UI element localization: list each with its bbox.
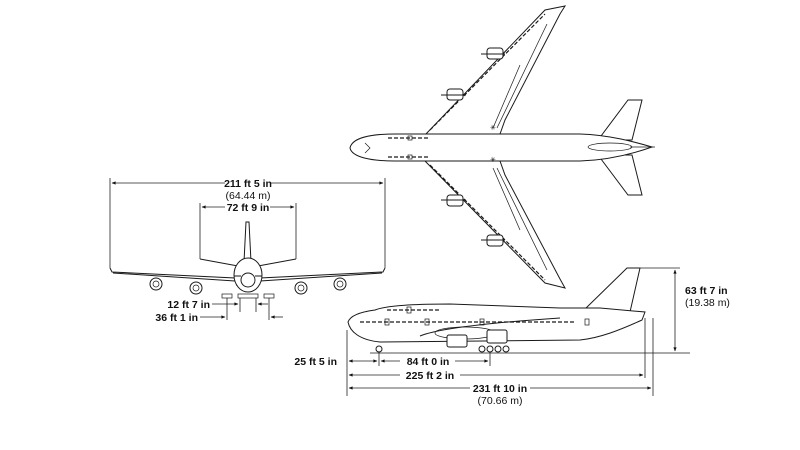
top-view-upper-wing [423,5,567,136]
height-label: 63 ft 7 in [685,285,728,297]
side-view [347,267,690,354]
engine-icon [446,334,468,348]
engine-icon [333,277,347,291]
engine-icon [294,281,308,295]
engine-icon [486,329,508,344]
overall-length-metric-label: (70.66 m) [478,395,523,407]
wingspan-label: 211 ft 5 in [224,178,272,190]
tailplane-span-label: 72 ft 9 in [227,202,270,214]
svg-text:✳: ✳ [490,156,496,164]
height-metric-label: (19.38 m) [685,297,730,309]
outer-gear-track-label: 36 ft 1 in [155,312,198,324]
engine-icon [149,277,163,291]
nose-gear [375,345,383,353]
fuselage-length-label: 225 ft 2 in [406,370,454,382]
engine-icon [189,281,203,295]
nose-gear-distance-label: 25 ft 5 in [294,356,337,368]
main-gear [478,345,510,353]
overall-length-label: 231 ft 10 in [473,383,527,395]
wheelbase-label: 84 ft 0 in [407,356,450,368]
top-view: ✳ ✳ [349,5,655,289]
top-view-lower-wing [423,160,566,289]
wingspan-metric-label: (64.44 m) [226,190,271,202]
front-view [109,221,386,299]
dimension-lines [109,178,680,396]
svg-text:✳: ✳ [490,124,496,132]
main-gear-track-label: 12 ft 7 in [167,299,210,311]
